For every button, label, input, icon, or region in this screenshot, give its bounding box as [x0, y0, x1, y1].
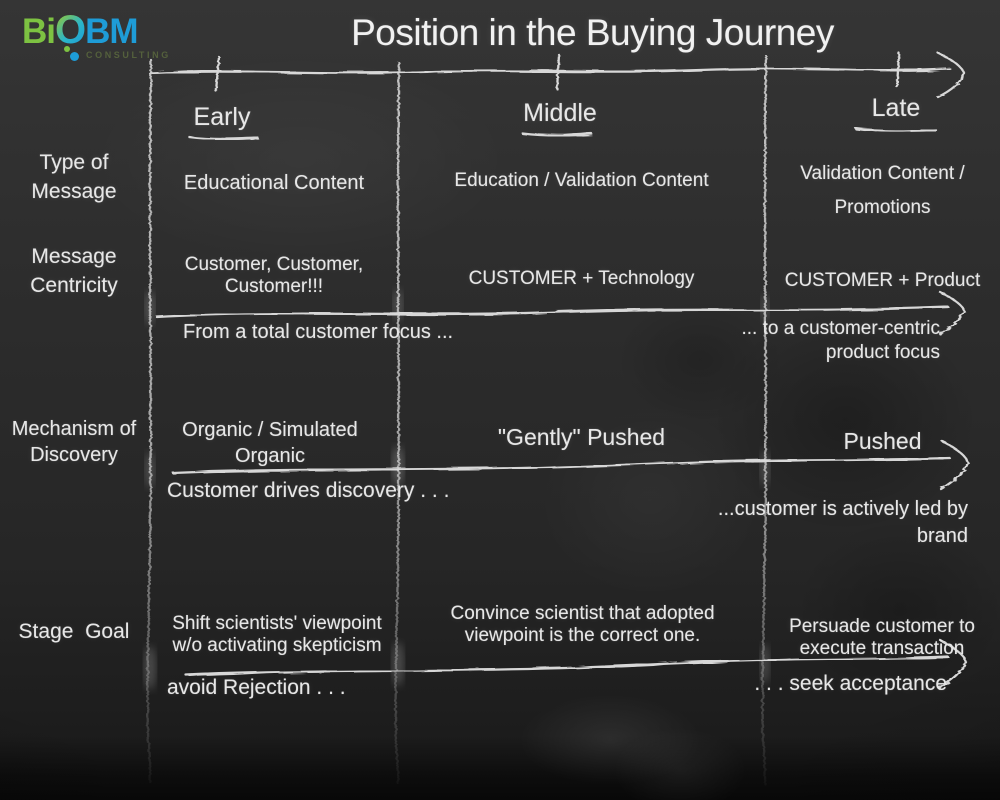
cell-type-of-message-late: Validation Content / Promotions [800, 163, 965, 219]
cell-mechanism-of-discovery-middle: "Gently" Pushed [497, 424, 666, 450]
row-label-mechanism-of-discovery: Mechanism of Discovery [11, 418, 137, 467]
cell-stage-goal-middle: Convince scientist that adopted viewpoin… [450, 603, 715, 647]
logo-subtext: CONSULTING [86, 50, 171, 60]
logo-dot-green [64, 46, 70, 52]
timeline-axis-line [148, 67, 952, 75]
logo-text-bm: BM [85, 12, 138, 51]
timeline-tick-late [895, 51, 901, 89]
page-title: Position in the Buying Journey [351, 12, 834, 53]
goal-arrow-right-annotation: . . . seek acceptance [754, 672, 947, 695]
cell-stage-goal-early: Shift scientists' viewpoint w/o activati… [172, 613, 382, 657]
discovery-arrow-left-annotation: Customer drives discovery . . . [167, 479, 450, 502]
header-underline-middle [520, 131, 594, 137]
goal-arrow-left-annotation: avoid Rejection . . . [167, 676, 346, 699]
cell-stage-goal-late: Persuade customer to execute transaction [789, 616, 975, 660]
cell-message-centricity-early: Customer, Customer, Customer!!! [184, 254, 364, 298]
cell-message-centricity-middle: CUSTOMER + Technology [468, 268, 695, 289]
logo-dot-blue [70, 52, 79, 61]
cell-type-of-message-middle: Education / Validation Content [454, 170, 709, 191]
centricity-arrow-line [155, 305, 950, 319]
row-label-message-centricity: Message Centricity [30, 245, 118, 297]
logo-text-bi: Bi [22, 12, 56, 51]
stage-header-middle: Middle [523, 99, 597, 127]
centricity-arrow-left-annotation: From a total customer focus ... [183, 321, 454, 343]
cell-mechanism-of-discovery-late: Pushed [843, 428, 922, 454]
cell-message-centricity-late: CUSTOMER + Product [784, 270, 981, 291]
timeline-arrowhead-icon [936, 51, 966, 99]
biobm-logo: BiOBM [22, 8, 139, 52]
row-label-stage-goal: Stage Goal [18, 620, 130, 643]
timeline-tick-middle [555, 53, 561, 91]
header-underline-early [187, 135, 260, 141]
row-label-type-of-message: Type of Message [31, 151, 117, 203]
timeline-tick-early [214, 55, 221, 93]
cell-mechanism-of-discovery-early: Organic / Simulated Organic [182, 419, 358, 467]
stage-header-early: Early [193, 103, 251, 131]
centricity-arrowhead-icon [938, 290, 966, 336]
cell-type-of-message-early: Educational Content [183, 172, 365, 194]
centricity-arrow-right-annotation: ... to a customer-centric product focus [741, 318, 940, 363]
stage-header-late: Late [871, 94, 921, 122]
logo-text-o: O [55, 8, 86, 52]
discovery-arrow-right-annotation: ...customer is actively led by brand [717, 498, 968, 547]
header-underline-late [854, 127, 938, 133]
